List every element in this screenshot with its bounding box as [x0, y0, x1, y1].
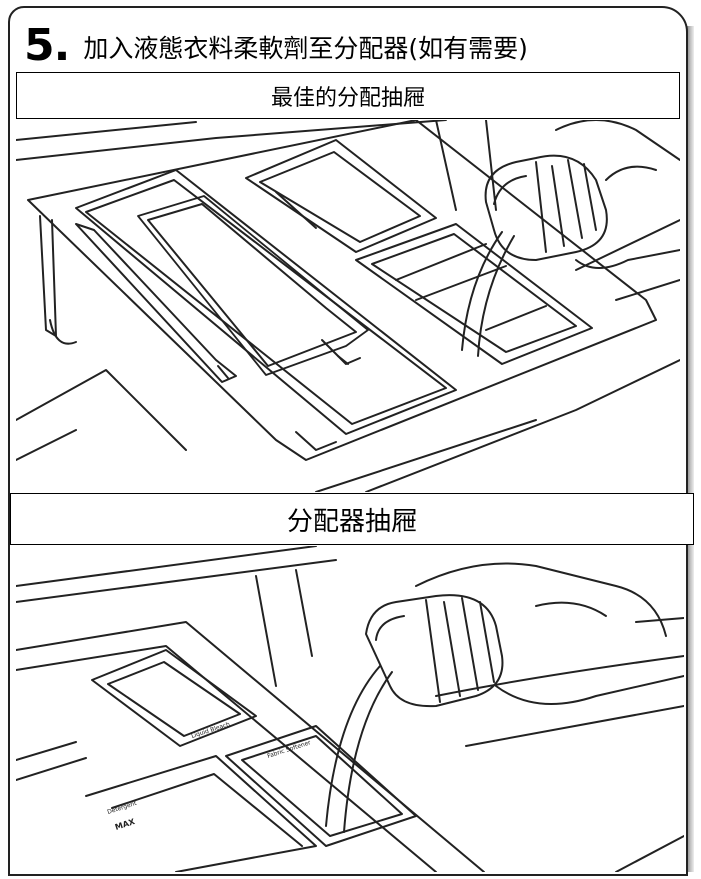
label-max: MAX [114, 817, 137, 832]
illustration-optimal-dispenser-drawer [16, 120, 680, 492]
step-header: 5. 加入液態衣料柔軟劑至分配器(如有需要) [24, 14, 528, 70]
figure-caption-dispenser-drawer: 分配器抽屜 [10, 493, 694, 545]
figure-caption-optimal-drawer: 最佳的分配抽屜 [16, 72, 680, 119]
label-liquid-bleach: Liquid Bleach [190, 721, 231, 740]
illustration-dispenser-drawer: Liquid Bleach Detergent MAX Fabric Softe… [16, 546, 684, 872]
step-number: 5. [24, 20, 70, 71]
label-detergent: Detergent [106, 800, 138, 816]
caption-text: 最佳的分配抽屜 [270, 85, 425, 111]
step-title: 加入液態衣料柔軟劑至分配器(如有需要) [83, 34, 528, 63]
card-shadow [686, 26, 694, 872]
caption-text: 分配器抽屜 [286, 506, 417, 537]
